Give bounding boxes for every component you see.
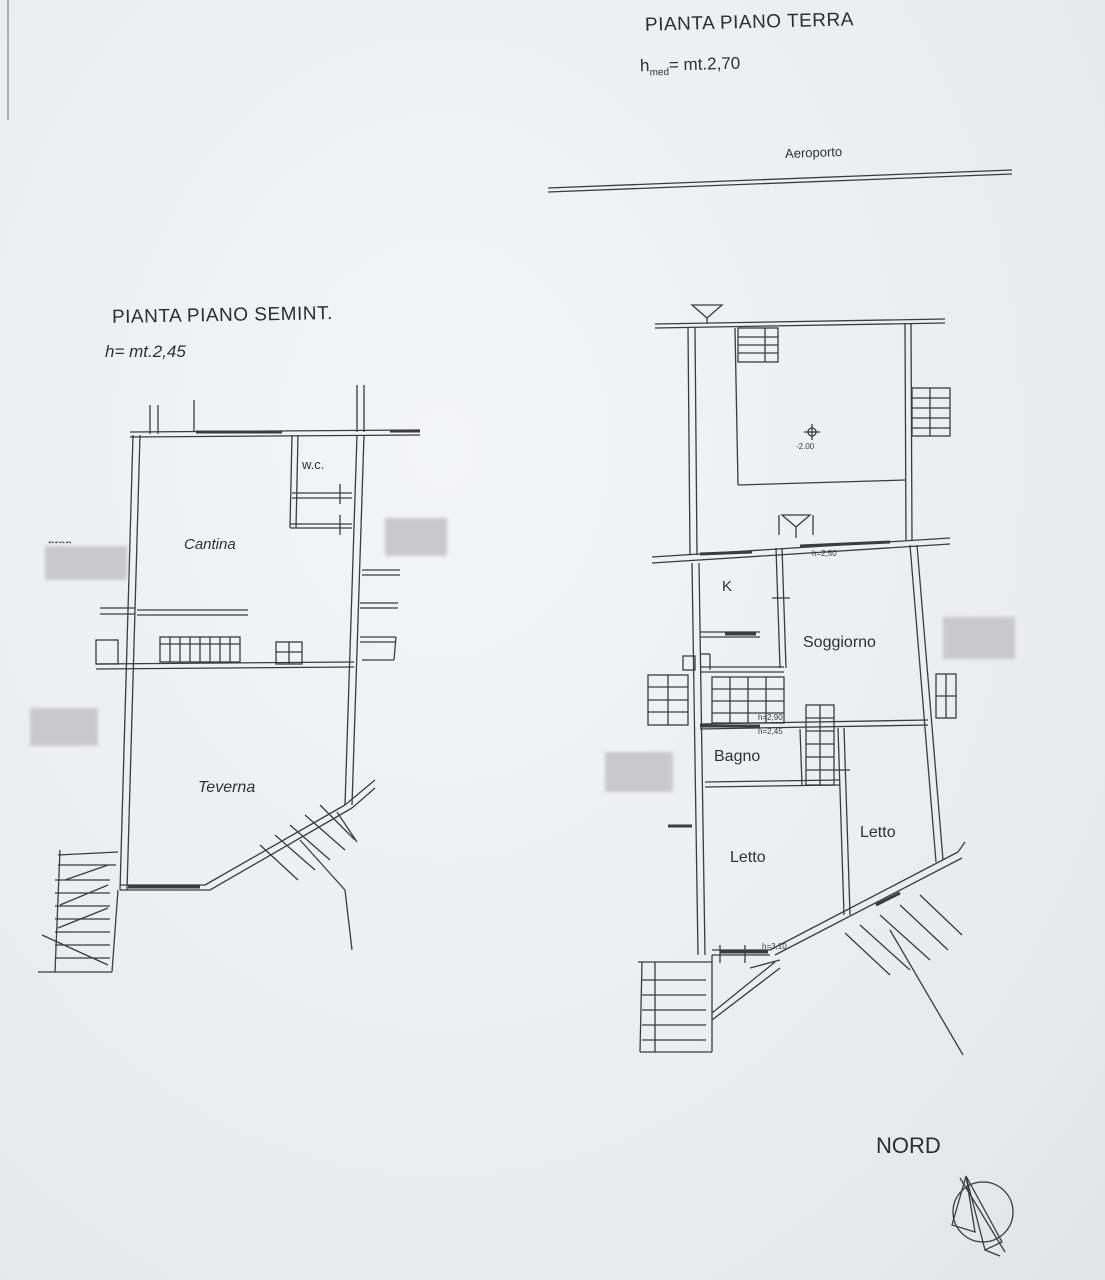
- redaction-patch: [45, 546, 127, 580]
- elevation-label: h=2,90: [758, 713, 783, 722]
- room-k-label: K: [722, 578, 733, 595]
- room-teverna-label: Teverna: [198, 779, 256, 796]
- elevation-label: h=2,50: [812, 549, 837, 558]
- room-bagno-label: Bagno: [714, 748, 761, 765]
- north-label: NORD: [876, 1133, 941, 1158]
- elevation-label: h=3,10: [762, 942, 787, 951]
- street-label: Aeroporto: [784, 144, 843, 161]
- room-letto-label: Letto: [730, 849, 766, 866]
- height-subscript: med: [649, 66, 670, 79]
- height-value: = mt.2,70: [668, 53, 741, 75]
- redaction-patch: [385, 518, 447, 556]
- room-soggiorno-label: Soggiorno: [803, 634, 876, 651]
- elevation-label: -2.00: [796, 442, 815, 451]
- ground-floor-height: hmed= mt.2,70: [640, 54, 741, 79]
- room-letto-label: Letto: [860, 824, 896, 841]
- partial-label: pron: [48, 537, 73, 551]
- street-line: [547, 169, 1013, 193]
- redaction-patch: [30, 708, 98, 746]
- elevation-label: h=2,45: [758, 727, 783, 736]
- ground-floor-plan: [638, 304, 966, 1056]
- room-wc-label: w.c.: [302, 457, 325, 472]
- redaction-patch: [605, 752, 673, 792]
- room-cantina-label: Cantina: [184, 536, 236, 553]
- redaction-patch: [943, 617, 1015, 659]
- basement-height: h= mt.2,45: [105, 342, 186, 361]
- basement-title: PIANTA PIANO SEMINT.: [111, 303, 333, 328]
- basement-plan: [38, 385, 421, 973]
- north-arrow-icon: [951, 1175, 1014, 1257]
